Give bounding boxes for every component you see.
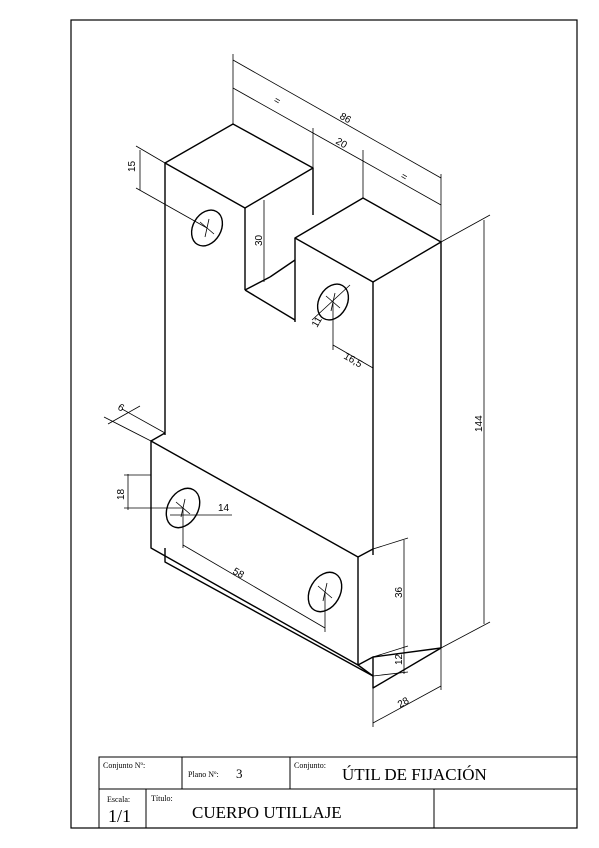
dim-hole-spacing: 58 bbox=[231, 566, 247, 581]
dim-base-height: 36 bbox=[394, 586, 405, 598]
dim-depth: 28 bbox=[396, 695, 412, 710]
center-marks bbox=[175, 218, 341, 602]
dim-hole-top-offset: 15 bbox=[127, 160, 138, 172]
dim-hole-diameter-upper: 11 bbox=[310, 315, 325, 330]
dim-hole-offset-upper: 16,5 bbox=[342, 351, 365, 370]
plano-no-value: 3 bbox=[236, 766, 243, 781]
isometric-part bbox=[150, 123, 442, 689]
slot-bottom bbox=[244, 289, 296, 321]
conjunto-value: ÚTIL DE FIJACIÓN bbox=[342, 765, 487, 784]
plano-no-label: Plano Nº: bbox=[188, 770, 219, 779]
dim-equal-left: = bbox=[272, 95, 283, 108]
dim-total-height: 144 bbox=[474, 415, 485, 432]
dim-hole-diameter-base: 14 bbox=[218, 503, 230, 514]
hole-upper-right bbox=[316, 283, 350, 321]
dimension-lines bbox=[103, 54, 491, 727]
left-upright-top-face bbox=[164, 123, 314, 209]
base-top-edge bbox=[150, 432, 166, 442]
title-block-texts: Conjunto Nº: Plano Nº: 3 Conjunto: ÚTIL … bbox=[103, 761, 487, 826]
dimension-texts: 86 = 20 = 15 30 11 16,5 144 6 18 14 58 3… bbox=[116, 95, 486, 711]
slot-floor-edge bbox=[244, 276, 271, 291]
title-block bbox=[98, 756, 578, 829]
base-lower-step bbox=[164, 548, 442, 689]
escala-value: 1/1 bbox=[108, 806, 131, 826]
dim-base-step: 6 bbox=[116, 402, 127, 415]
titulo-label: Título: bbox=[151, 794, 173, 803]
base-front-face bbox=[150, 440, 359, 666]
dim-hole-offset-base: 18 bbox=[116, 488, 127, 500]
dim-slot-width: 20 bbox=[334, 136, 350, 151]
conjunto-no-label: Conjunto Nº: bbox=[103, 761, 145, 770]
dim-slot-depth: 30 bbox=[254, 234, 265, 246]
titulo-value: CUERPO UTILLAJE bbox=[192, 803, 342, 822]
right-upright-top-face bbox=[294, 197, 442, 283]
escala-label: Escala: bbox=[107, 795, 130, 804]
dim-total-width: 86 bbox=[338, 111, 354, 126]
drawing-frame bbox=[70, 19, 578, 829]
base-side-top bbox=[357, 548, 374, 558]
conjunto-label: Conjunto: bbox=[294, 761, 326, 770]
slot-floor-edge-2 bbox=[269, 259, 296, 278]
hole-base-left bbox=[165, 487, 201, 529]
dim-base-bottom: 12 bbox=[394, 653, 405, 665]
dim-equal-right: = bbox=[399, 171, 410, 184]
base-lower-step-front bbox=[357, 664, 374, 677]
hole-base-right bbox=[307, 571, 343, 613]
